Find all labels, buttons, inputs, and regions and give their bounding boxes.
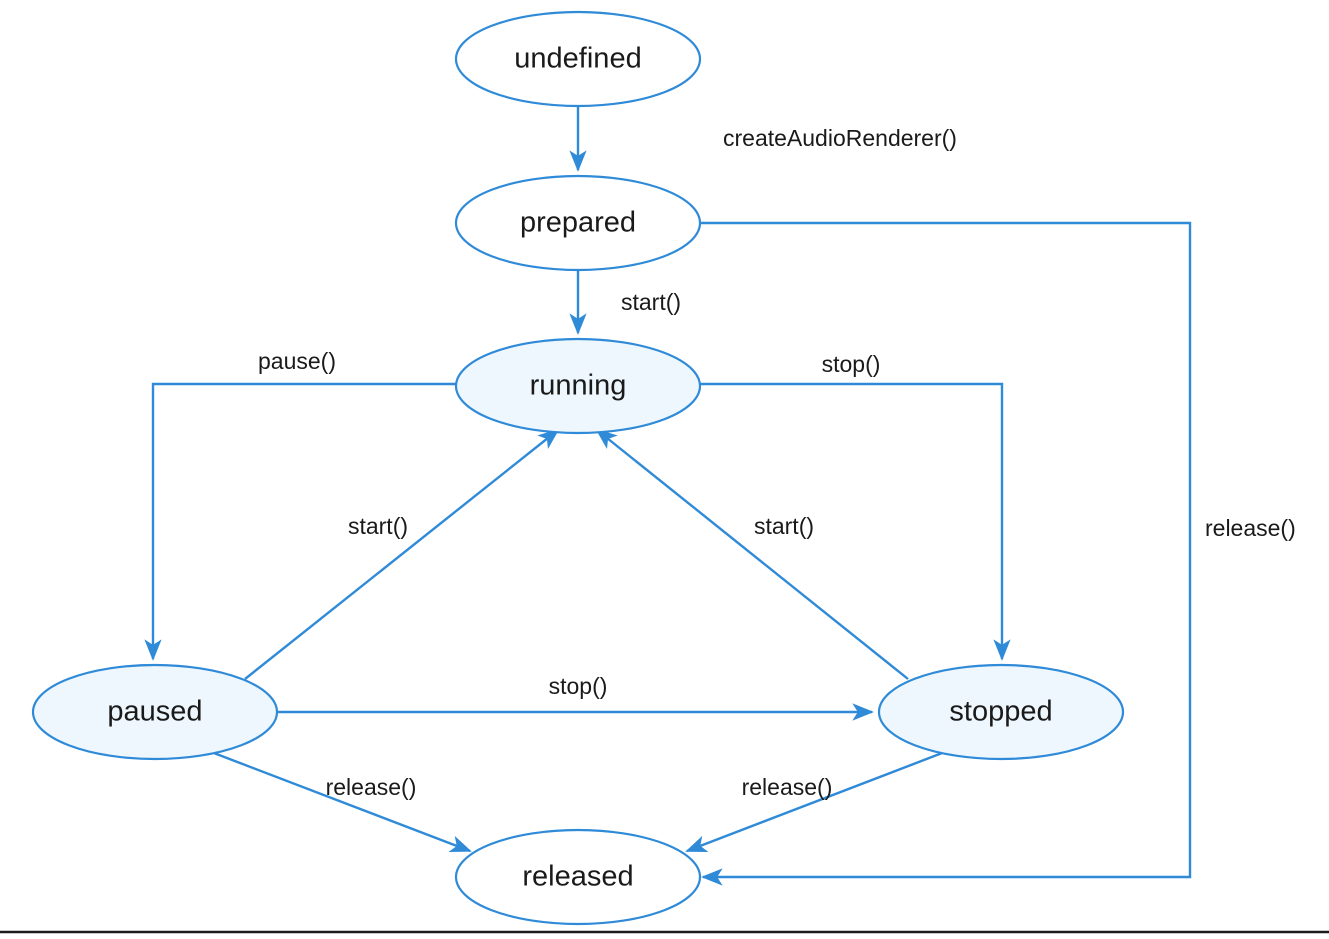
state-node-paused[interactable]: paused bbox=[31, 663, 279, 761]
edge-label-undefined-prepared: createAudioRenderer() bbox=[723, 125, 957, 151]
state-node-running[interactable]: running bbox=[454, 337, 702, 435]
state-label-undefined: undefined bbox=[514, 43, 641, 75]
edge-label-paused-released: release() bbox=[326, 774, 417, 800]
state-node-stopped[interactable]: stopped bbox=[877, 663, 1125, 761]
state-label-released: released bbox=[522, 861, 633, 893]
edge-label-running-paused: pause() bbox=[258, 348, 336, 374]
edge-label-running-stopped: stop() bbox=[822, 351, 881, 377]
state-ellipse-undefined bbox=[454, 10, 702, 108]
edge-label-prepared-running: start() bbox=[621, 289, 681, 315]
edge-label-stopped-released: release() bbox=[742, 774, 833, 800]
edge-label-paused-stopped: stop() bbox=[549, 673, 608, 699]
state-ellipse-paused bbox=[31, 663, 279, 761]
state-node-undefined[interactable]: undefined bbox=[454, 10, 702, 108]
edge-paused-running bbox=[244, 428, 560, 680]
edge-running-paused bbox=[144, 382, 456, 661]
nodes-layer: undefined prepared running paused stopped rel… bbox=[31, 10, 1125, 926]
edge-label-stopped-running: start() bbox=[754, 513, 814, 539]
edge-labels-layer: createAudioRenderer() start() pause() stop(… bbox=[258, 125, 1296, 800]
edge-label-paused-running: start() bbox=[348, 513, 408, 539]
state-ellipse-stopped bbox=[877, 663, 1125, 761]
state-label-paused: paused bbox=[107, 696, 202, 728]
edge-paused-released bbox=[205, 748, 472, 853]
state-label-running: running bbox=[530, 370, 627, 402]
state-node-prepared[interactable]: prepared bbox=[454, 174, 702, 272]
state-label-stopped: stopped bbox=[949, 696, 1052, 728]
edge-label-prepared-released: release() bbox=[1205, 515, 1296, 541]
edge-stopped-released bbox=[685, 748, 951, 853]
state-ellipse-prepared bbox=[454, 174, 702, 272]
state-ellipse-released bbox=[454, 828, 702, 926]
edge-running-stopped bbox=[700, 382, 1011, 661]
edge-stopped-running bbox=[595, 428, 909, 680]
state-node-released[interactable]: released bbox=[454, 828, 702, 926]
state-label-prepared: prepared bbox=[520, 207, 636, 239]
state-ellipse-running bbox=[454, 337, 702, 435]
edges-layer bbox=[144, 107, 1192, 886]
edge-prepared-released bbox=[700, 221, 1192, 886]
